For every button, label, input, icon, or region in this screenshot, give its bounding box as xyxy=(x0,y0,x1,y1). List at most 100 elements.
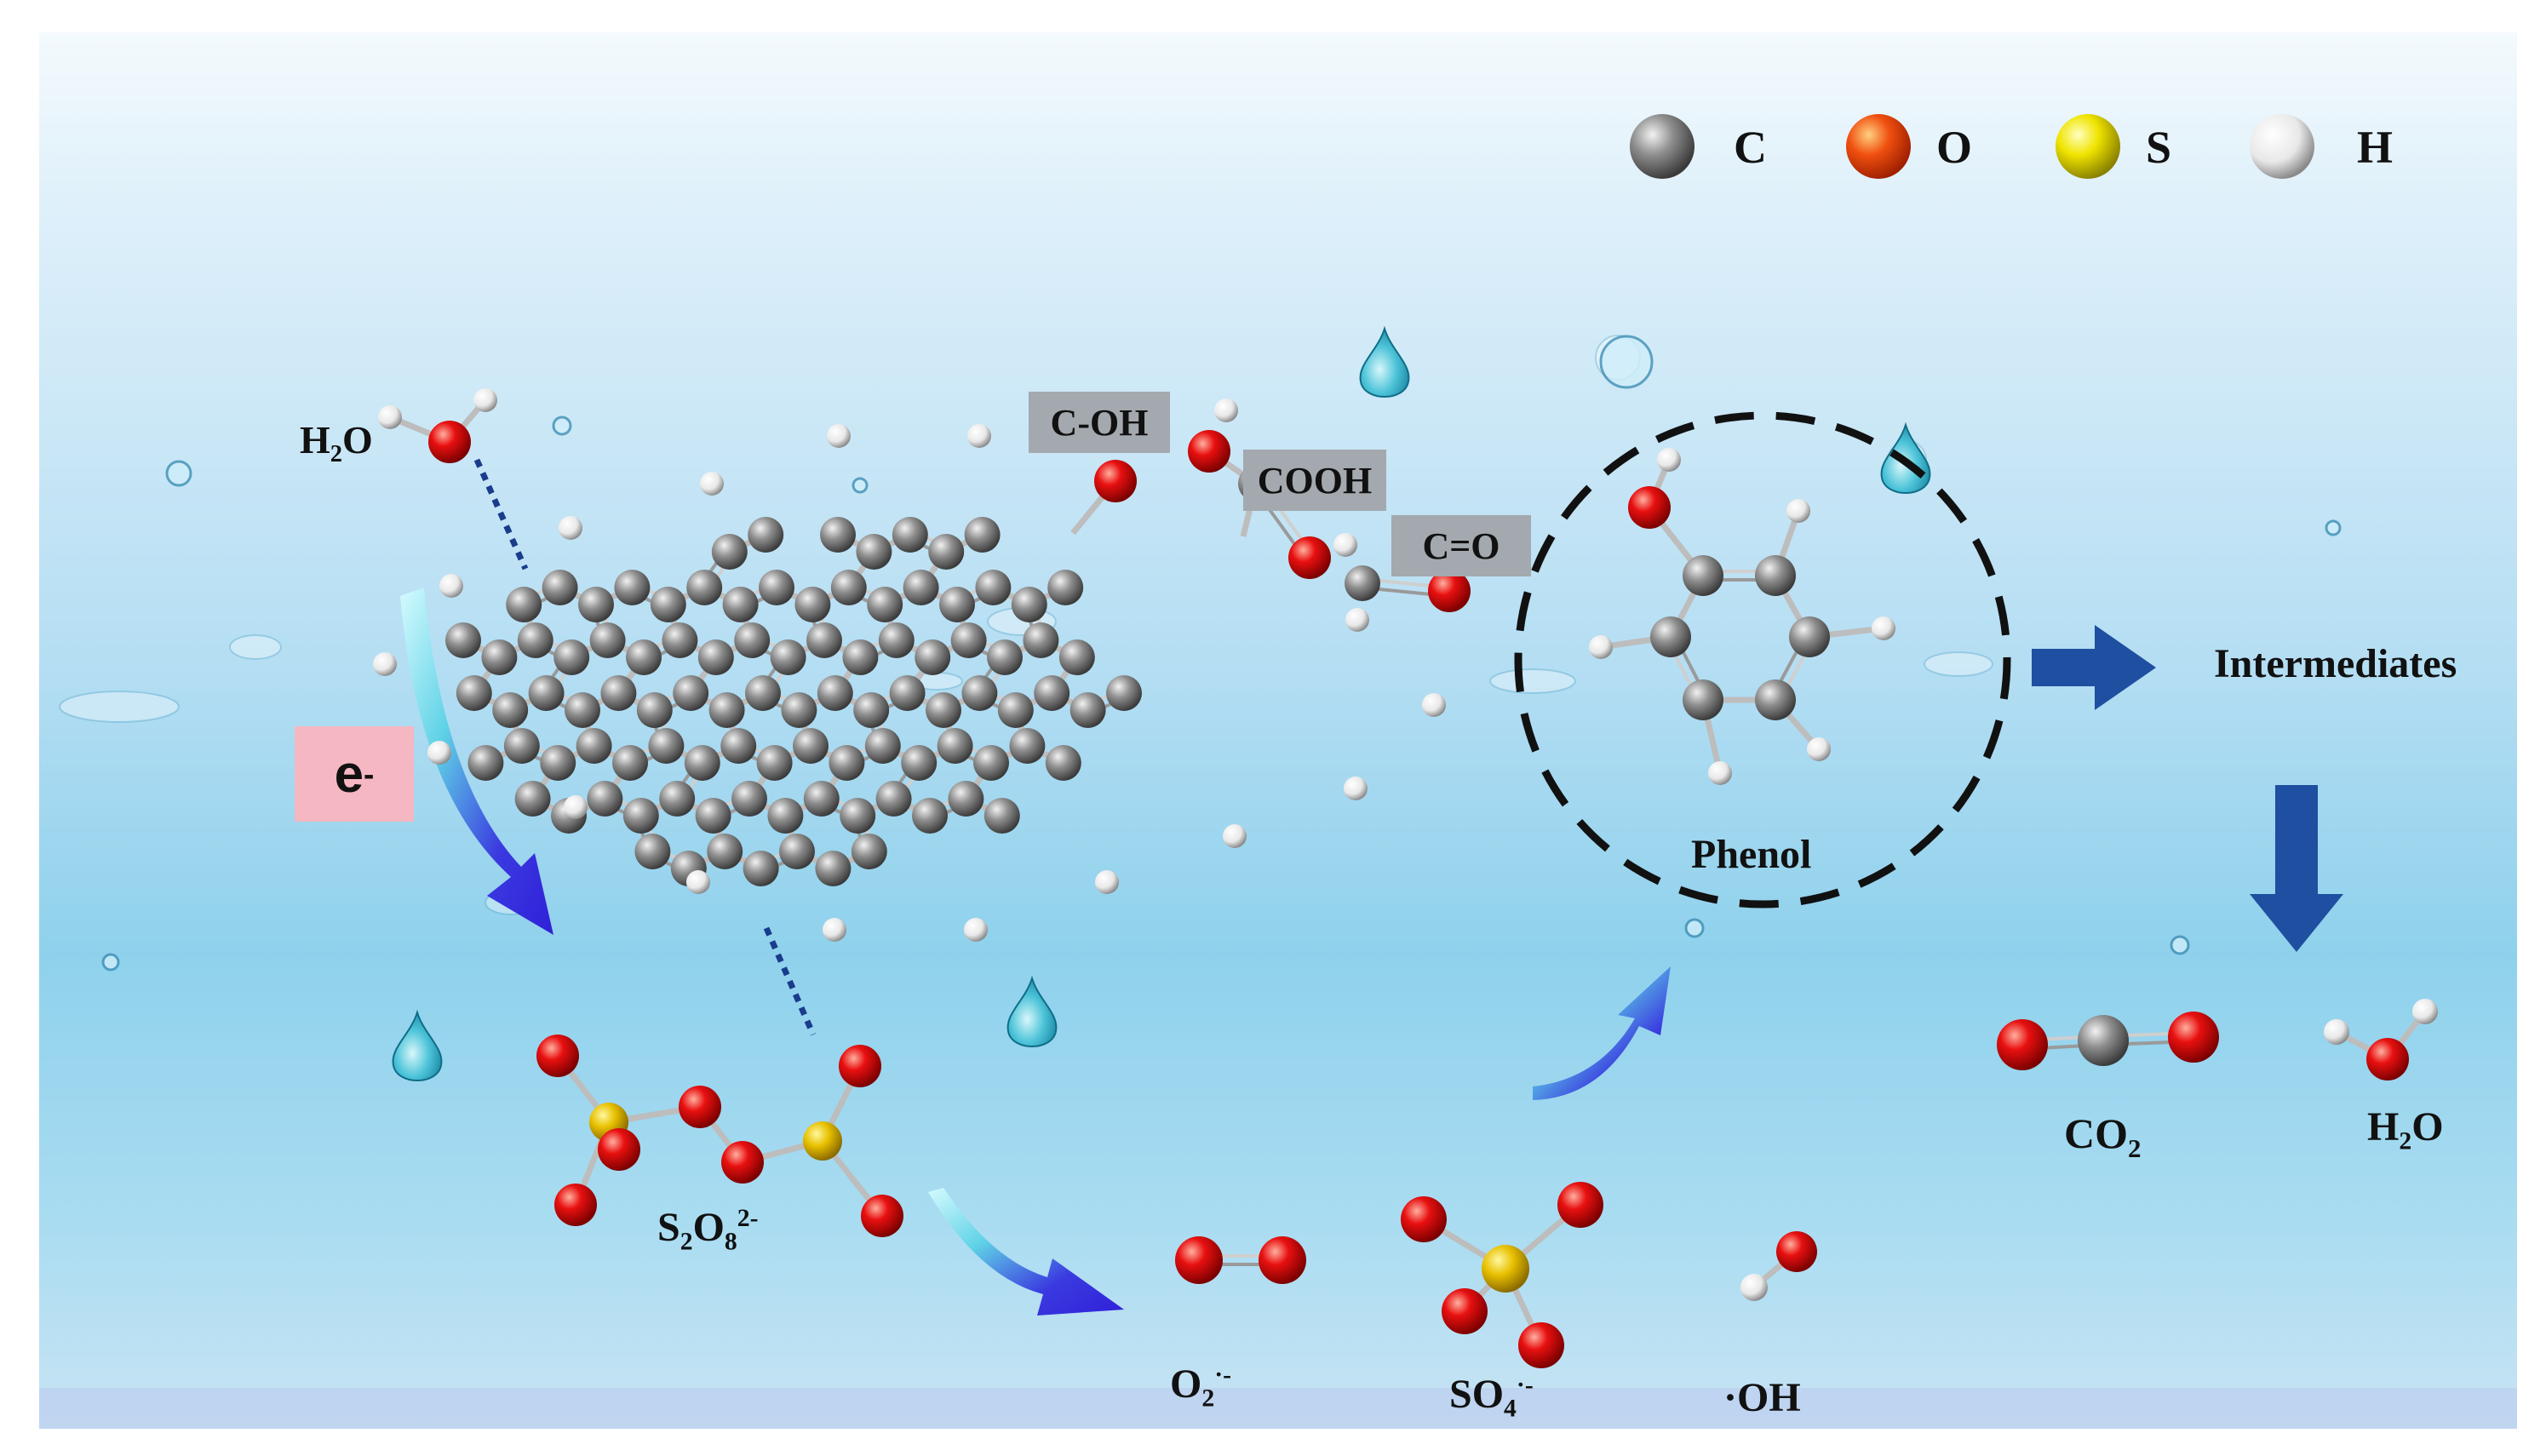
graphene-edge-hydrogen xyxy=(827,424,851,448)
graphene-carbon-atom xyxy=(731,781,767,817)
graphene-carbon-atom xyxy=(553,639,590,675)
sulfate-oxygen xyxy=(1401,1196,1447,1242)
graphene-carbon-atom xyxy=(445,622,481,658)
persulfate-oxygen xyxy=(721,1141,764,1184)
water-bubble xyxy=(1684,918,1705,938)
tag-c-oh: C-OH xyxy=(1029,392,1170,453)
graphene-carbon-atom xyxy=(722,587,759,622)
sulfate-sulfur xyxy=(1482,1245,1529,1293)
h-bond-dotted-line-top xyxy=(473,458,529,570)
graphene-carbon-atom xyxy=(748,517,784,553)
carboxyl-hydrogen xyxy=(1214,398,1238,422)
graphene-carbon-atom xyxy=(867,587,903,622)
graphene-carbon-atom xyxy=(1011,587,1047,622)
graphene-carbon-atom xyxy=(964,517,1001,553)
electron-transfer-arrow xyxy=(400,588,553,935)
legend-hydrogen-sphere xyxy=(2250,114,2314,179)
phenol-hydroxyl-hydrogen xyxy=(1657,448,1681,472)
graphene-carbon-atom xyxy=(626,639,662,675)
graphene-carbon-atom xyxy=(793,728,829,764)
radical-attack-arrow xyxy=(1533,966,1671,1100)
c-oh-oxygen xyxy=(1094,460,1137,502)
arrow-to-products xyxy=(2250,785,2343,952)
graphene-carbon-atom xyxy=(589,622,626,658)
tag-cooh: COOH xyxy=(1243,450,1386,511)
graphene-edge-hydrogen xyxy=(686,870,710,894)
hydroxyl-oxygen xyxy=(1776,1231,1817,1272)
water-bubble xyxy=(2325,519,2342,536)
graphene-carbon-atom xyxy=(514,781,551,817)
electron-symbol: e xyxy=(334,744,364,804)
graphene-carbon-atom xyxy=(794,587,831,622)
graphene-edge-hydrogen xyxy=(700,472,724,496)
water-oxygen-left xyxy=(428,421,471,463)
graphene-carbon-atom xyxy=(622,798,659,834)
h-bond-dotted-line-bottom xyxy=(763,926,817,1036)
graphene-carbon-atom xyxy=(938,587,975,622)
graphene-carbon-atom xyxy=(695,798,731,834)
graphene-edge-hydrogen xyxy=(427,741,451,765)
water-drop xyxy=(1006,975,1058,1047)
persulfate-sulfur xyxy=(803,1121,842,1161)
graphene-carbon-atom xyxy=(997,692,1034,728)
graphene-carbon-atom xyxy=(758,570,794,605)
background-base-strip xyxy=(39,1388,2517,1429)
graphene-carbon-atom xyxy=(756,745,793,781)
graphene-carbon-atom xyxy=(743,851,779,886)
arrow-to-intermediates xyxy=(2032,625,2156,710)
graphene-carbon-atom xyxy=(1047,570,1084,605)
graphene-carbon-atom xyxy=(720,728,757,764)
water-splash xyxy=(1489,668,1576,694)
phenol-ring-carbon xyxy=(1650,616,1691,657)
graphene-carbon-atom xyxy=(456,675,492,711)
activation-arrow xyxy=(928,1188,1124,1316)
background xyxy=(39,32,2517,1429)
water-bubble xyxy=(165,460,192,487)
carboxyl-h2 xyxy=(1333,533,1357,557)
graphene-carbon-atom xyxy=(851,834,887,869)
graphene-carbon-atom xyxy=(915,639,951,675)
water-drop xyxy=(1359,325,1410,398)
graphene-carbon-atom xyxy=(636,692,673,728)
graphene-carbon-atom xyxy=(1105,675,1142,711)
label-co2: CO2 xyxy=(2064,1109,2142,1163)
phenol-ring-carbon xyxy=(1755,555,1796,596)
graphene-carbon-atom xyxy=(697,639,734,675)
graphene-edge-hydrogen xyxy=(1223,824,1247,848)
hydroxyl-hydrogen xyxy=(1740,1274,1768,1301)
graphene-carbon-atom xyxy=(708,692,745,728)
molecule-atoms xyxy=(373,388,2438,1368)
graphene-carbon-atom xyxy=(506,587,542,622)
water-bubble xyxy=(2170,935,2190,955)
graphene-carbon-atom xyxy=(684,745,720,781)
graphene-carbon-atom xyxy=(1009,728,1046,764)
graphene-carbon-atom xyxy=(711,534,748,570)
graphene-carbon-atom xyxy=(648,728,685,764)
phenol-ring-hydrogen xyxy=(1708,761,1732,785)
graphene-edge-hydrogen xyxy=(1095,870,1119,894)
phenol-ring-hydrogen xyxy=(1872,616,1895,640)
graphene-carbon-atom xyxy=(673,675,709,711)
water-hydrogen-left xyxy=(378,405,402,429)
graphene-carbon-atom xyxy=(840,798,876,834)
graphene-carbon-atom xyxy=(911,798,948,834)
water-bubble xyxy=(101,953,120,972)
graphene-carbon-atom xyxy=(961,675,998,711)
persulfate-oxygen xyxy=(861,1195,903,1237)
phenol-ring-carbon xyxy=(1683,679,1723,720)
graphene-edge-hydrogen xyxy=(439,574,463,598)
graphene-carbon-atom xyxy=(542,570,578,605)
legend-sulfur-sphere xyxy=(2056,114,2120,179)
graphene-carbon-atom xyxy=(973,745,1010,781)
graphene-carbon-atom xyxy=(662,622,698,658)
graphene-carbon-atom xyxy=(492,692,529,728)
graphene-carbon-atom xyxy=(987,639,1024,675)
water-splash xyxy=(59,691,180,723)
water-hydrogen-left xyxy=(473,388,497,412)
sulfate-oxygen xyxy=(1518,1322,1564,1368)
label-phenol: Phenol xyxy=(1691,832,1812,877)
graphene-carbon-atom xyxy=(686,570,723,605)
graphene-carbon-atom xyxy=(770,639,806,675)
